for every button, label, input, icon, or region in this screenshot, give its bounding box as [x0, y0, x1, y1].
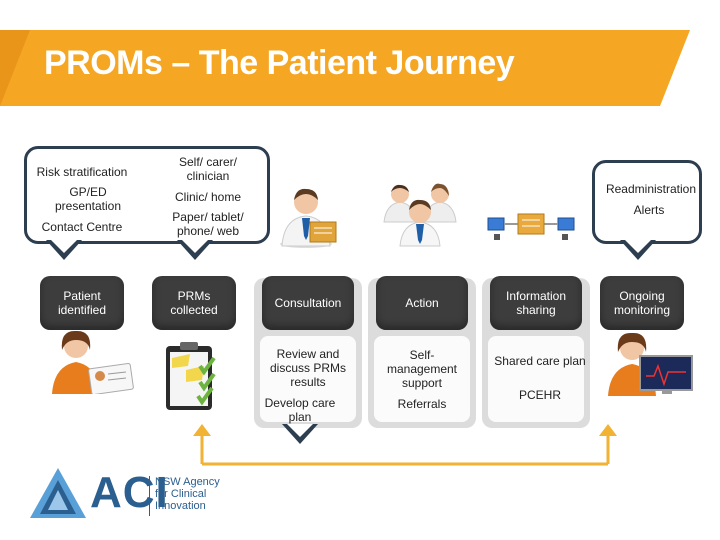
person-female-icon — [52, 330, 134, 394]
bubble-tail-right — [620, 240, 656, 260]
logo-subtext: NSW Agency for Clinical Innovation — [155, 476, 220, 512]
stage-label: Ongoing monitoring — [613, 289, 671, 317]
sharing-item-pcehr: PCEHR — [518, 388, 561, 402]
bubble-item-contact: Contact Centre — [41, 220, 123, 234]
stage-label: Consultation — [274, 296, 342, 310]
stage-action: Action — [376, 276, 468, 330]
stage-patient-identified: Patient identified — [40, 276, 124, 330]
logo-line-2: for Clinical — [155, 488, 207, 500]
stage-label: Information sharing — [505, 289, 567, 317]
stage-label: Patient identified — [57, 289, 107, 317]
bubble-tail-left-2 — [177, 240, 213, 260]
action-item-referrals: Referrals — [397, 397, 447, 411]
bubble-item-self: Self/ carer/ clinician — [178, 155, 238, 183]
bubble-item-readmin: Readministration — [605, 182, 697, 196]
stage-label: Action — [405, 296, 439, 310]
bubble-item-alerts: Alerts — [633, 203, 665, 217]
logo-divider — [149, 476, 150, 516]
clinician-male-icon — [280, 188, 337, 248]
stage-prms-collected: PRMs collected — [152, 276, 236, 330]
network-icon — [487, 213, 575, 240]
bubble-item-risk: Risk stratification — [36, 165, 128, 179]
stage-ongoing-monitoring: Ongoing monitoring — [600, 276, 684, 330]
bubble-item-gp: GP/ED presentation — [54, 185, 122, 213]
context-bubble-left — [24, 146, 270, 244]
clipboard-icon — [166, 342, 216, 410]
column-tail-consultation — [282, 424, 318, 444]
stage-consultation: Consultation — [262, 276, 354, 330]
logo-mark-text: ACI — [90, 468, 169, 517]
monitor-icon — [608, 332, 693, 396]
bubble-tail-left — [46, 240, 82, 260]
feedback-loop-arrow — [193, 424, 617, 466]
bubble-item-clinic: Clinic/ home — [174, 190, 242, 204]
context-bubble-right — [592, 160, 702, 244]
logo-line-3: Innovation — [155, 500, 206, 512]
stage-label: PRMs collected — [170, 289, 218, 317]
sharing-item-shared: Shared care plan — [494, 354, 586, 368]
aci-logo-mark — [30, 468, 86, 518]
group-icon — [383, 183, 457, 247]
action-item-self: Self-management support — [386, 348, 458, 390]
logo-line-1: NSW Agency — [155, 476, 220, 488]
bubble-item-paper: Paper/ tablet/ phone/ web — [172, 210, 244, 238]
column-action-inner — [374, 336, 470, 422]
stage-information-sharing: Information sharing — [490, 276, 582, 330]
column-consultation-inner — [260, 336, 356, 422]
column-sharing-inner — [488, 336, 584, 422]
title-banner — [0, 30, 690, 106]
consultation-item-review: Review and discuss PRMs results — [269, 347, 346, 389]
page-title: PROMs – The Patient Journey — [44, 44, 515, 82]
consultation-item-plan: Develop care plan — [264, 396, 336, 424]
